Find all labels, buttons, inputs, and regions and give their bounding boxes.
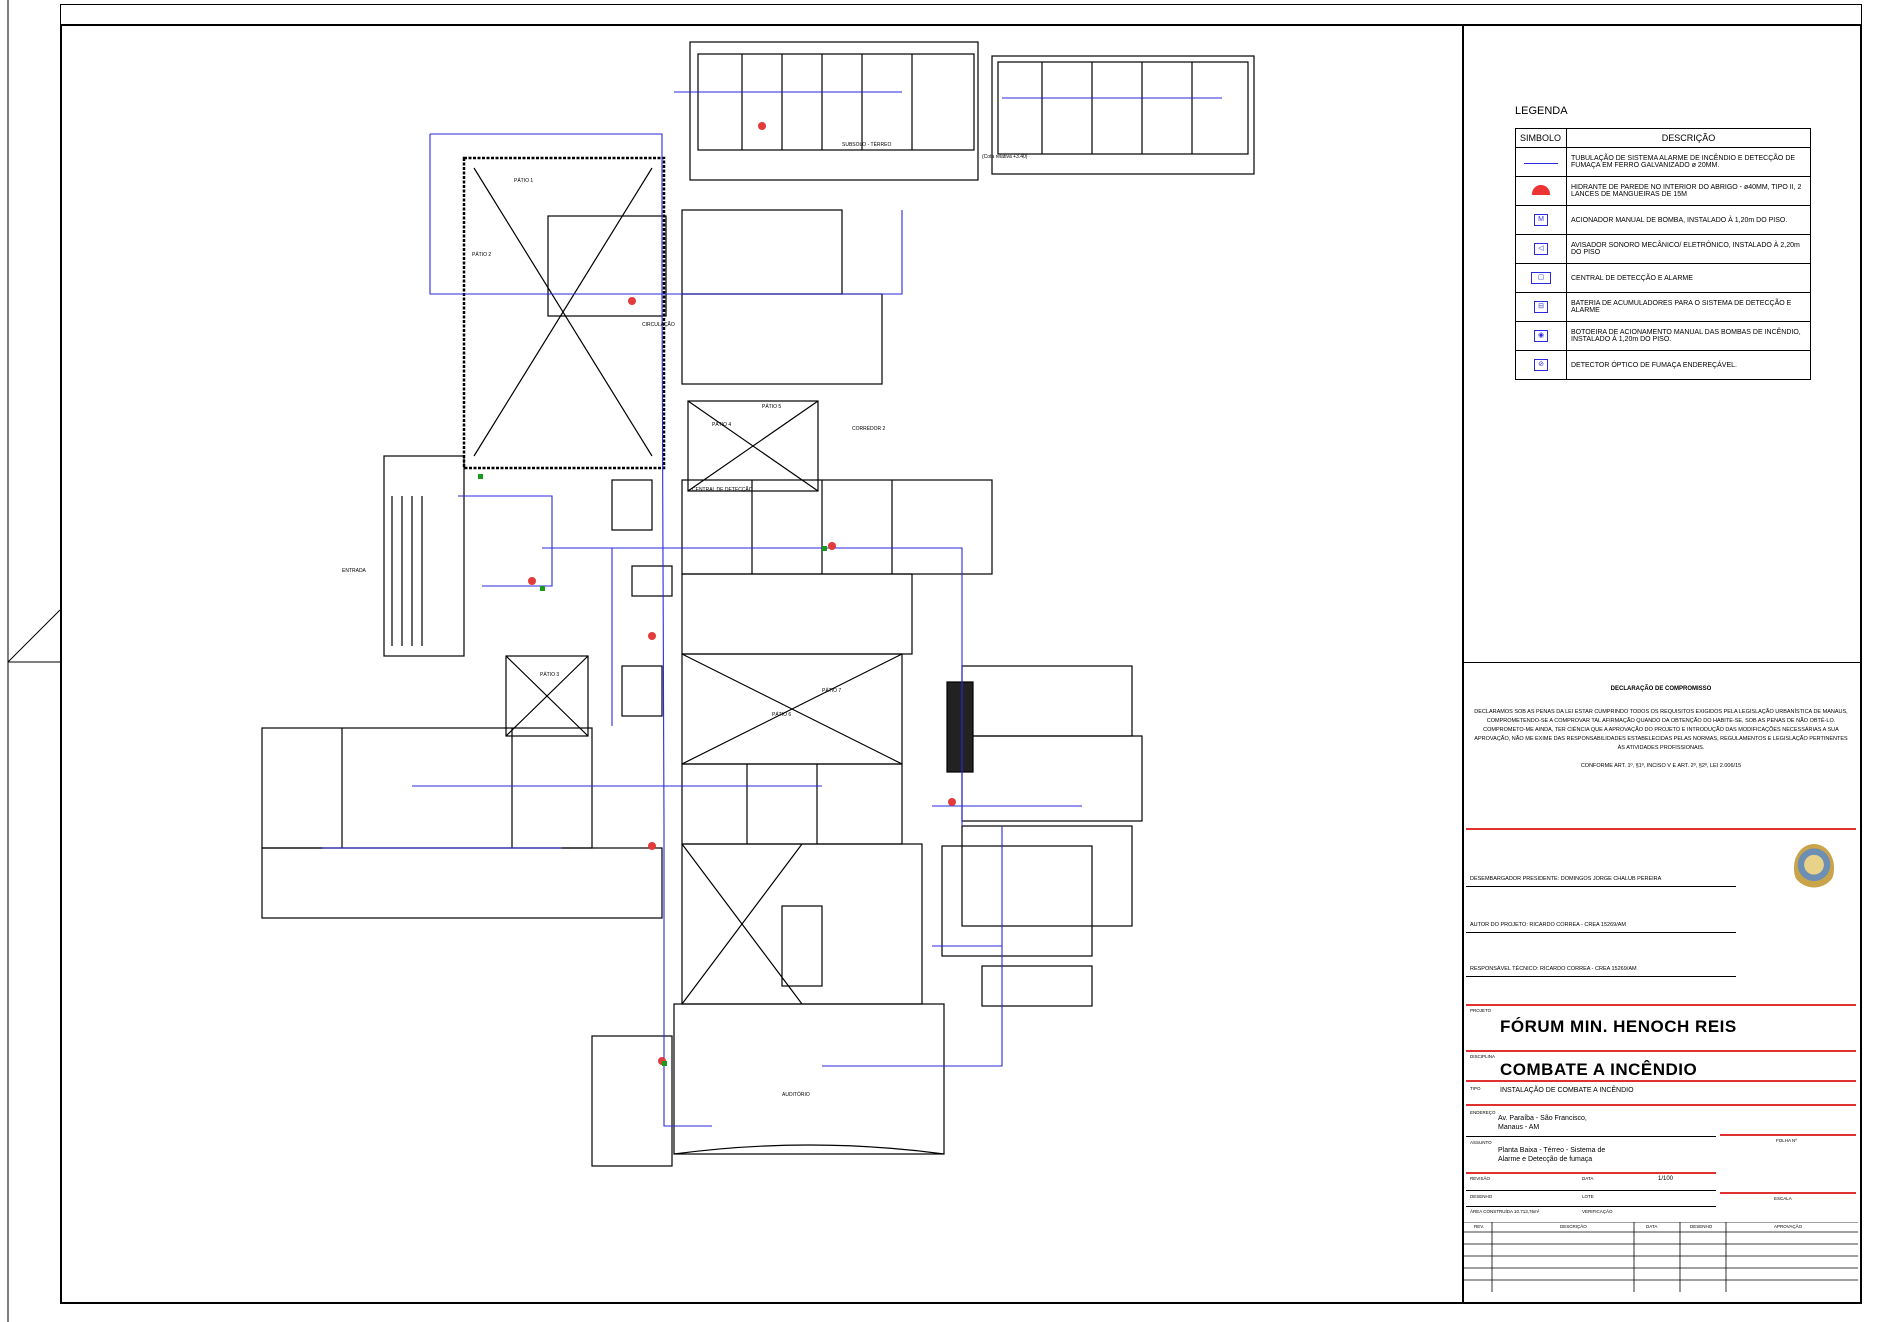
sheet-top-strip	[60, 4, 1862, 26]
label-area: ÁREA CONSTRUÍDA 10.713,76m²	[1470, 1209, 1540, 1214]
legend-title: LEGENDA	[1515, 105, 1568, 117]
label-content: ASSUNTO	[1470, 1140, 1492, 1145]
crest-logo	[1794, 844, 1834, 890]
legend-table: SIMBOLO DESCRIÇÃO TUBULAÇÃO DE SISTEMA A…	[1515, 128, 1811, 380]
legend-item: AVISADOR SONORO MECÂNICO/ ELETRÔNICO, IN…	[1566, 234, 1811, 264]
redline	[1466, 1050, 1856, 1052]
legend-item: DETECTOR ÓPTICO DE FUMAÇA ENDEREÇÁVEL.	[1566, 350, 1811, 380]
label-patio4: PÁTIO 4	[712, 421, 731, 428]
label-patio2: PÁTIO 2	[472, 251, 491, 258]
alarm-pipe-network	[322, 91, 1222, 1127]
label-date: DATA	[1582, 1176, 1594, 1181]
label-auditorio: AUDITÓRIO	[782, 1091, 810, 1098]
label-subtitle: TIPO	[1470, 1086, 1481, 1091]
line	[1466, 976, 1736, 977]
floor-plan: (Cota relativa +3.40) SUBSOLO - TÉRREO P…	[261, 41, 1255, 1167]
discipline: COMBATE A INCÊNDIO	[1500, 1060, 1698, 1079]
legend-item: HIDRANTE DE PAREDE NO INTERIOR DO ABRIGO…	[1566, 176, 1811, 206]
signature-author: AUTOR DO PROJETO: RICARDO CORREA - CREA …	[1470, 922, 1626, 928]
declaration-reference: CONFORME ART. 1º, §1º, INCISO V E ART. 2…	[1580, 763, 1742, 769]
line	[1466, 932, 1736, 933]
declaration-body: DECLARAMOS SOB AS PENAS DA LEI ESTAR CUM…	[1474, 709, 1848, 751]
label-revision: REVISÃO	[1470, 1176, 1491, 1181]
smoke-detector-icon: ⊘	[1534, 359, 1548, 371]
pump-button-icon: M	[1534, 214, 1548, 226]
label-patio7: PÁTIO 7	[822, 687, 841, 694]
signature-technical: RESPONSÁVEL TÉCNICO: RICARDO CORREA - CR…	[1470, 966, 1637, 972]
legend-col-description: DESCRIÇÃO	[1566, 128, 1811, 148]
redline	[1466, 1080, 1856, 1082]
declaration-text: DECLARAMOS SOB AS PENAS DA LEI ESTAR CUM…	[1470, 708, 1852, 771]
label-checked: VERIFICAÇÃO	[1582, 1209, 1613, 1214]
detector-markers	[478, 474, 827, 1066]
legend-col-symbol: SIMBOLO	[1515, 128, 1567, 148]
rev-col: APROVAÇÃO	[1774, 1224, 1803, 1229]
declaration-title: DECLARAÇÃO DE COMPROMISSO	[1610, 686, 1712, 692]
legend-item: BATERIA DE ACUMULADORES PARA O SISTEMA D…	[1566, 292, 1811, 322]
control-panel-icon: ▢	[1531, 272, 1551, 284]
title-block-divider	[1462, 662, 1860, 663]
label-entrada: ENTRADA	[342, 568, 367, 574]
line	[1466, 1190, 1716, 1191]
label-patio6: PÁTIO 6	[772, 711, 791, 718]
label-discipline: DISCIPLINA	[1470, 1054, 1496, 1059]
redline	[1720, 1192, 1856, 1194]
upper-floor-caption: (Cota relativa +3.40)	[982, 154, 1028, 160]
legend-item: ACIONADOR MANUAL DE BOMBA, INSTALADO À 1…	[1566, 205, 1811, 235]
legend-item: TUBULAÇÃO DE SISTEMA ALARME DE INCÊNDIO …	[1566, 147, 1811, 177]
rev-col: DESENHO	[1690, 1224, 1713, 1229]
redline	[1466, 1104, 1856, 1106]
redline	[1466, 1172, 1716, 1174]
redline	[1720, 1134, 1856, 1136]
scale-value: 1/100	[1658, 1176, 1674, 1182]
label-circulacao: CIRCULAÇÃO	[642, 321, 675, 328]
drawing-sheet-border	[60, 24, 1862, 1304]
upper-floor-plan-2	[991, 55, 1255, 175]
redline	[1466, 828, 1856, 830]
label-patio5: PÁTIO 5	[762, 403, 781, 410]
line	[1466, 886, 1736, 887]
label-sheet: FOLHA Nº	[1776, 1138, 1797, 1143]
right-panel	[1462, 26, 1860, 1302]
redline	[1466, 1004, 1856, 1006]
content: Planta Baixa - Térreo - Sistema de Alarm…	[1498, 1147, 1606, 1163]
rev-col: DATA	[1646, 1224, 1658, 1229]
rev-col: DESCRIÇÃO	[1560, 1224, 1587, 1229]
upper-floor-plan-1	[689, 41, 979, 181]
battery-icon: ⊟	[1534, 301, 1548, 313]
legend-item: CENTRAL DE DETECÇÃO E ALARME	[1566, 263, 1811, 293]
label-project: PROJETO	[1470, 1008, 1492, 1013]
upper-floor-label: SUBSOLO - TÉRREO	[842, 141, 891, 148]
label-patio3: PÁTIO 3	[540, 671, 559, 678]
wall-hydrant-icon	[1532, 185, 1550, 195]
label-drawing: DESENHO	[1470, 1194, 1493, 1199]
legend-item: BOTOEIRA DE ACIONAMENTO MANUAL DAS BOMBA…	[1566, 321, 1811, 351]
blue-line-icon	[1524, 162, 1558, 164]
sounder-icon: ◁	[1534, 243, 1548, 255]
label-scale: ESCALA	[1774, 1196, 1792, 1201]
label-lot: LOTE	[1582, 1194, 1594, 1199]
line	[1466, 1206, 1716, 1207]
address: Av. Paraíba - São Francisco, Manaus - AM	[1498, 1115, 1587, 1131]
label-patio1: PÁTIO 1	[514, 177, 533, 184]
signature-president: DESEMBARGADOR PRESIDENTE: DOMINGOS JORGE…	[1470, 876, 1662, 882]
revision-table	[1464, 1222, 1858, 1292]
label-corredor: CORREDOR 2	[852, 426, 886, 432]
subtitle: INSTALAÇÃO DE COMBATE A INCÊNDIO	[1500, 1087, 1634, 1094]
pump-pushbutton-icon: ◉	[1534, 330, 1548, 342]
line	[1466, 1136, 1716, 1137]
sheet-fold-mark	[7, 0, 61, 1322]
label-central: CENTRAL DE DETECÇÃO	[692, 486, 753, 493]
label-address: ENDEREÇO	[1470, 1110, 1496, 1115]
project-name: FÓRUM MIN. HENOCH REIS	[1500, 1017, 1737, 1036]
rev-col: REV.	[1474, 1224, 1485, 1229]
